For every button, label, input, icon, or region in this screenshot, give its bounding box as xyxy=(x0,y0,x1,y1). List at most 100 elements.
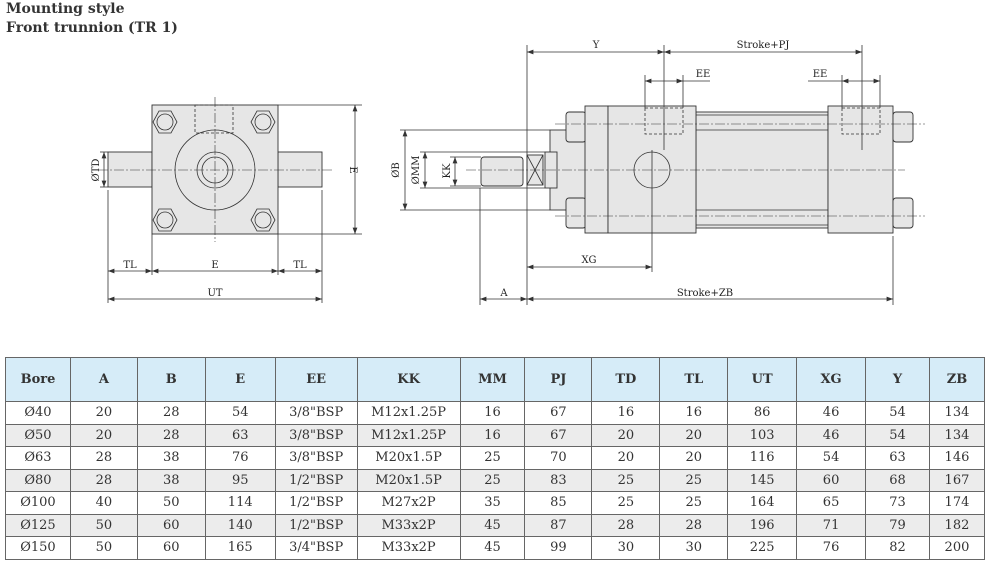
column-header: XG xyxy=(796,357,867,402)
column-header: PJ xyxy=(524,357,593,402)
table-cell: Ø40 xyxy=(5,401,71,425)
stroke-zb-label: Stroke+ZB xyxy=(677,288,733,299)
table-cell: 20 xyxy=(659,423,729,447)
table-cell: Ø125 xyxy=(5,513,71,537)
table-cell: 103 xyxy=(727,423,798,447)
table-cell: 38 xyxy=(136,468,206,492)
table-cell: 83 xyxy=(524,468,593,492)
table-cell: 28 xyxy=(659,513,729,537)
td-label: ØTD xyxy=(91,159,102,182)
table-cell: 3/8"BSP xyxy=(274,446,358,470)
table-cell: 20 xyxy=(591,423,661,447)
table-cell: 116 xyxy=(727,446,798,470)
table-cell: 38 xyxy=(136,446,206,470)
table-cell: 20 xyxy=(591,446,661,470)
tie-rod-nuts xyxy=(152,110,276,232)
table-cell: 20 xyxy=(69,401,138,425)
nut xyxy=(565,111,587,143)
table-cell: 114 xyxy=(204,491,276,515)
front-view: ØTD E TL E TL UT xyxy=(91,97,362,303)
table-cell: 182 xyxy=(928,513,986,537)
table-cell: 20 xyxy=(659,446,729,470)
table-cell: 63 xyxy=(204,423,276,447)
side-view: ØB ØMM KK Y Stroke+PJ EE EE XG A Stroke+… xyxy=(391,40,925,305)
table-cell: 70 xyxy=(524,446,593,470)
table-cell: 82 xyxy=(865,536,930,560)
table-cell: 60 xyxy=(136,536,206,560)
table-cell: 45 xyxy=(459,513,526,537)
table-cell: 60 xyxy=(136,513,206,537)
table-cell: 65 xyxy=(796,491,867,515)
table-cell: 25 xyxy=(659,468,729,492)
table-cell: 45 xyxy=(459,536,526,560)
table-cell: 76 xyxy=(204,446,276,470)
table-cell: 86 xyxy=(727,401,798,425)
table-cell: 50 xyxy=(69,513,138,537)
trunnion-pin-left xyxy=(107,151,153,188)
kk-label: KK xyxy=(442,163,453,178)
table-cell: 134 xyxy=(928,423,986,447)
table-cell: 50 xyxy=(136,491,206,515)
table-cell: 225 xyxy=(727,536,798,560)
table-cell: 164 xyxy=(727,491,798,515)
table-cell: Ø80 xyxy=(5,468,71,492)
table-cell: 146 xyxy=(928,446,986,470)
table-cell: 30 xyxy=(659,536,729,560)
table-cell: 3/8"BSP xyxy=(274,401,358,425)
table-cell: 54 xyxy=(204,401,276,425)
table-cell: 67 xyxy=(524,423,593,447)
table-cell: M12x1.25P xyxy=(356,423,461,447)
table-cell: Ø50 xyxy=(5,423,71,447)
tl-right-label: TL xyxy=(293,260,307,271)
column-header: Y xyxy=(865,357,930,402)
table-cell: 165 xyxy=(204,536,276,560)
table-cell: 134 xyxy=(928,401,986,425)
table-cell: 79 xyxy=(865,513,930,537)
table-cell: 54 xyxy=(865,423,930,447)
front-trunnion-heading: Front trunnion (TR 1) xyxy=(6,20,178,36)
column-header: MM xyxy=(459,357,526,402)
table-cell: M33x2P xyxy=(356,536,461,560)
mm-label: ØMM xyxy=(411,156,422,185)
rod-thread xyxy=(480,156,524,187)
table-cell: 25 xyxy=(591,491,661,515)
table-cell: 16 xyxy=(591,401,661,425)
mounting-style-heading: Mounting style xyxy=(6,1,125,17)
table-cell: 63 xyxy=(865,446,930,470)
table-cell: 30 xyxy=(591,536,661,560)
table-cell: 28 xyxy=(69,468,138,492)
table-cell: 25 xyxy=(659,491,729,515)
table-cell: 1/2"BSP xyxy=(274,491,358,515)
table-cell: 60 xyxy=(796,468,867,492)
front-cover xyxy=(584,105,609,234)
column-header: KK xyxy=(356,357,461,402)
table-cell: 16 xyxy=(459,423,526,447)
column-header: E xyxy=(204,357,276,402)
table-cell: 20 xyxy=(69,423,138,447)
trunnion-pin-right xyxy=(277,151,323,188)
column-header: TL xyxy=(659,357,729,402)
table-cell: 25 xyxy=(459,468,526,492)
table-cell: M27x2P xyxy=(356,491,461,515)
e-label: E xyxy=(211,260,218,271)
table-cell: 71 xyxy=(796,513,867,537)
table-cell: 85 xyxy=(524,491,593,515)
xg-label: XG xyxy=(581,255,596,266)
column-header: EE xyxy=(274,357,358,402)
ee-front-label: EE xyxy=(696,69,711,80)
table-cell: M33x2P xyxy=(356,513,461,537)
table-cell: 28 xyxy=(136,423,206,447)
b-label: ØB xyxy=(391,162,402,178)
table-cell: 50 xyxy=(69,536,138,560)
ee-rear-label: EE xyxy=(813,69,828,80)
table-cell: 35 xyxy=(459,491,526,515)
table-cell: Ø63 xyxy=(5,446,71,470)
tl-left-label: TL xyxy=(123,260,137,271)
